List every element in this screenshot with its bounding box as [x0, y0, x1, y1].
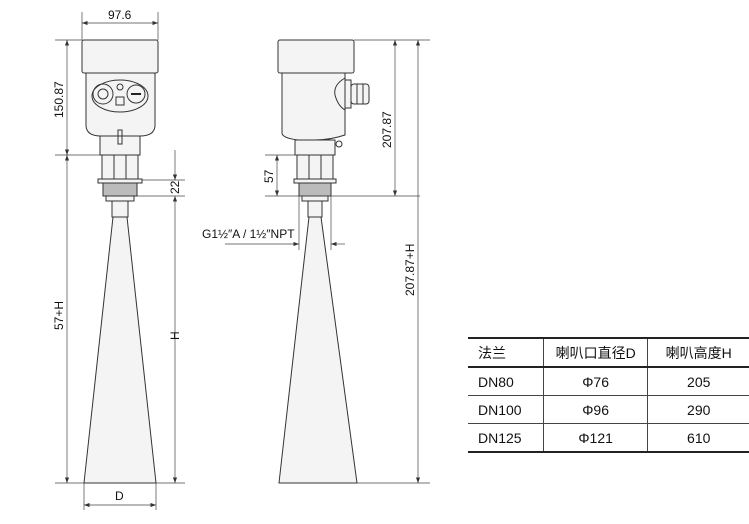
table-row: DN100 Φ96 290	[468, 395, 749, 424]
dim-horn-diameter: D	[115, 489, 124, 503]
thread-label: G1½″A / 1½″NPT	[202, 227, 295, 241]
table-row: DN80 Φ76 205	[468, 367, 749, 396]
dim-total-left: 57+H	[52, 301, 66, 330]
dim-neck-height: 57	[262, 169, 276, 183]
side-view-dimensions: 57 207.87 207.87+H G1½″A / 1½″NPT	[202, 39, 430, 484]
dim-width: 97.6	[108, 8, 132, 22]
dim-thread-height: 22	[168, 180, 182, 194]
cell: DN80	[468, 367, 544, 396]
table-header-row: 法兰 喇叭口直径D 喇叭高度H	[468, 337, 749, 368]
table-row: DN125 Φ121 610	[468, 423, 749, 453]
cell: Φ121	[542, 423, 648, 453]
cell: 610	[647, 423, 749, 453]
side-view-device	[277, 39, 370, 484]
front-view-device	[81, 39, 159, 484]
cell: DN100	[468, 395, 544, 424]
front-view-dimensions: 97.6 150.87 57+H 22 H D	[52, 8, 185, 510]
header-horn-diameter: 喇叭口直径D	[542, 337, 648, 368]
cell: Φ76	[542, 367, 648, 396]
cell: Φ96	[542, 395, 648, 424]
dim-head-height: 150.87	[52, 81, 66, 118]
dim-head-height-right: 207.87	[380, 111, 394, 148]
header-flange: 法兰	[468, 337, 544, 368]
dim-horn-height: H	[168, 331, 182, 340]
cell: 205	[647, 367, 749, 396]
cell: 290	[647, 395, 749, 424]
cell: DN125	[468, 423, 544, 453]
dim-total-right: 207.87+H	[403, 244, 417, 296]
header-horn-height: 喇叭高度H	[647, 337, 749, 368]
horn-spec-table: 法兰 喇叭口直径D 喇叭高度H DN80 Φ76 205 DN100 Φ96 2…	[468, 337, 749, 453]
